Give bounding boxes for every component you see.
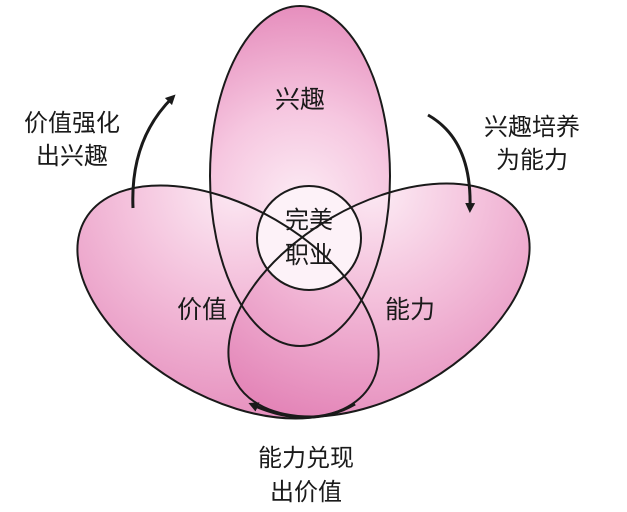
bottom-label-line1: 能力兑现 xyxy=(258,444,354,472)
center-label-line2: 职业 xyxy=(285,241,333,269)
top-left-curved-arrow xyxy=(131,94,176,209)
top-left-label-line1: 价值强化 xyxy=(24,109,120,137)
top-right-curved-arrow xyxy=(427,113,476,213)
ability-label: 能力 xyxy=(385,295,435,324)
top-right-label-line1: 兴趣培养 xyxy=(484,113,580,141)
top-right-label-line2: 为能力 xyxy=(496,146,568,174)
center-label-line1: 完美 xyxy=(285,206,333,234)
center-circle-fill xyxy=(257,186,361,290)
ability-petal-outline xyxy=(227,182,531,418)
value-label: 价值 xyxy=(177,295,227,324)
value-petal-outline xyxy=(76,184,380,420)
top-left-label-line2: 出兴趣 xyxy=(36,142,108,170)
interest-label: 兴趣 xyxy=(275,85,325,114)
interest-petal-outline xyxy=(209,5,391,347)
center-circle xyxy=(256,185,362,291)
bottom-label-line2: 出价值 xyxy=(270,478,342,506)
bottom-curved-arrow xyxy=(248,402,356,419)
